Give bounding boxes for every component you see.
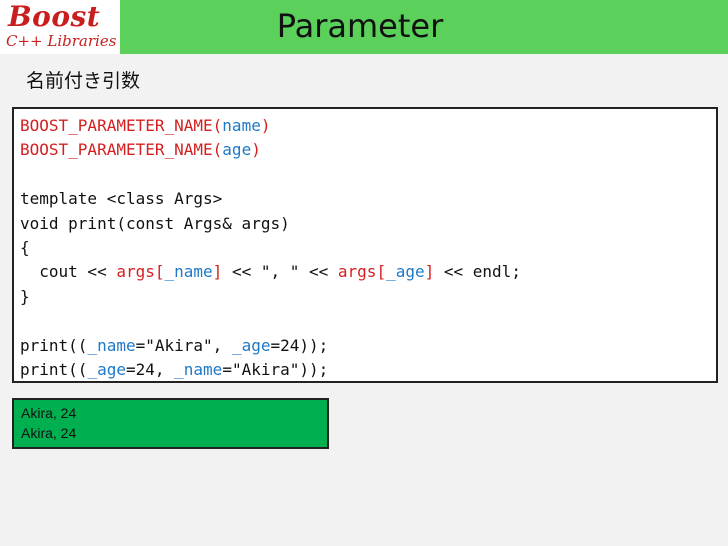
code-line: print((_name="Akira", _age=24)); [20,334,716,358]
logo-main-text: Boost [8,0,101,33]
code-token: =24, [125,359,175,379]
code-token: } [20,286,30,306]
code-line: BOOST_PARAMETER_NAME(name) [20,114,716,138]
code-token-blue: _age [87,359,126,379]
code-line: void print(const Args& args) [20,212,716,236]
code-token-blue: age [222,140,252,160]
header-bar [0,0,728,54]
code-token-red: BOOST_PARAMETER_NAME( [20,140,223,160]
code-line: { [20,236,716,260]
code-token-blue: _age [386,262,425,282]
code-token-red: args[ [337,262,387,282]
code-token-blue: name [222,116,261,135]
code-token: print(( [20,359,88,379]
output-line: Akira, 24 [21,425,77,441]
code-token: =24)); [270,335,329,355]
code-token: cout << [20,262,117,282]
code-line [20,163,716,187]
boost-logo: Boost C++ Libraries [0,0,120,54]
slide-title: Parameter [276,7,444,45]
code-token: ="Akira", [135,335,232,355]
code-token: void print(const Args& args) [20,213,290,233]
code-token-red: ] [212,262,223,282]
code-token-blue: _name [164,262,213,282]
code-block: BOOST_PARAMETER_NAME(name)BOOST_PARAMETE… [12,107,718,383]
code-line [20,309,716,333]
code-line: BOOST_PARAMETER_NAME(age) [20,138,716,162]
code-token-red: BOOST_PARAMETER_NAME( [20,116,223,135]
code-token-blue: _name [87,335,136,355]
code-token: << endl; [434,262,521,282]
section-heading: 名前付き引数 [26,70,141,92]
code-line: template <class Args> [20,187,716,211]
code-token: ="Akira")); [222,359,329,379]
code-token-red: ) [260,116,271,135]
code-token-red: ) [251,140,261,160]
logo-sub-text: C++ Libraries [6,32,117,50]
output-block: Akira, 24 Akira, 24 [12,398,329,449]
code-token-red: ] [424,262,435,282]
code-line: print((_age=24, _name="Akira")); [20,358,716,382]
code-token: { [20,237,30,257]
code-token-blue: _name [174,359,223,379]
code-token-blue: _age [231,335,271,355]
code-token: print(( [20,335,88,355]
code-line: cout << args[_name] << ", " << args[_age… [20,260,716,284]
output-line: Akira, 24 [21,405,77,421]
code-line: } [20,285,716,309]
code-token: template <class Args> [20,189,223,209]
code-token-red: args[ [116,262,165,282]
code-token: << ", " << [222,262,338,282]
